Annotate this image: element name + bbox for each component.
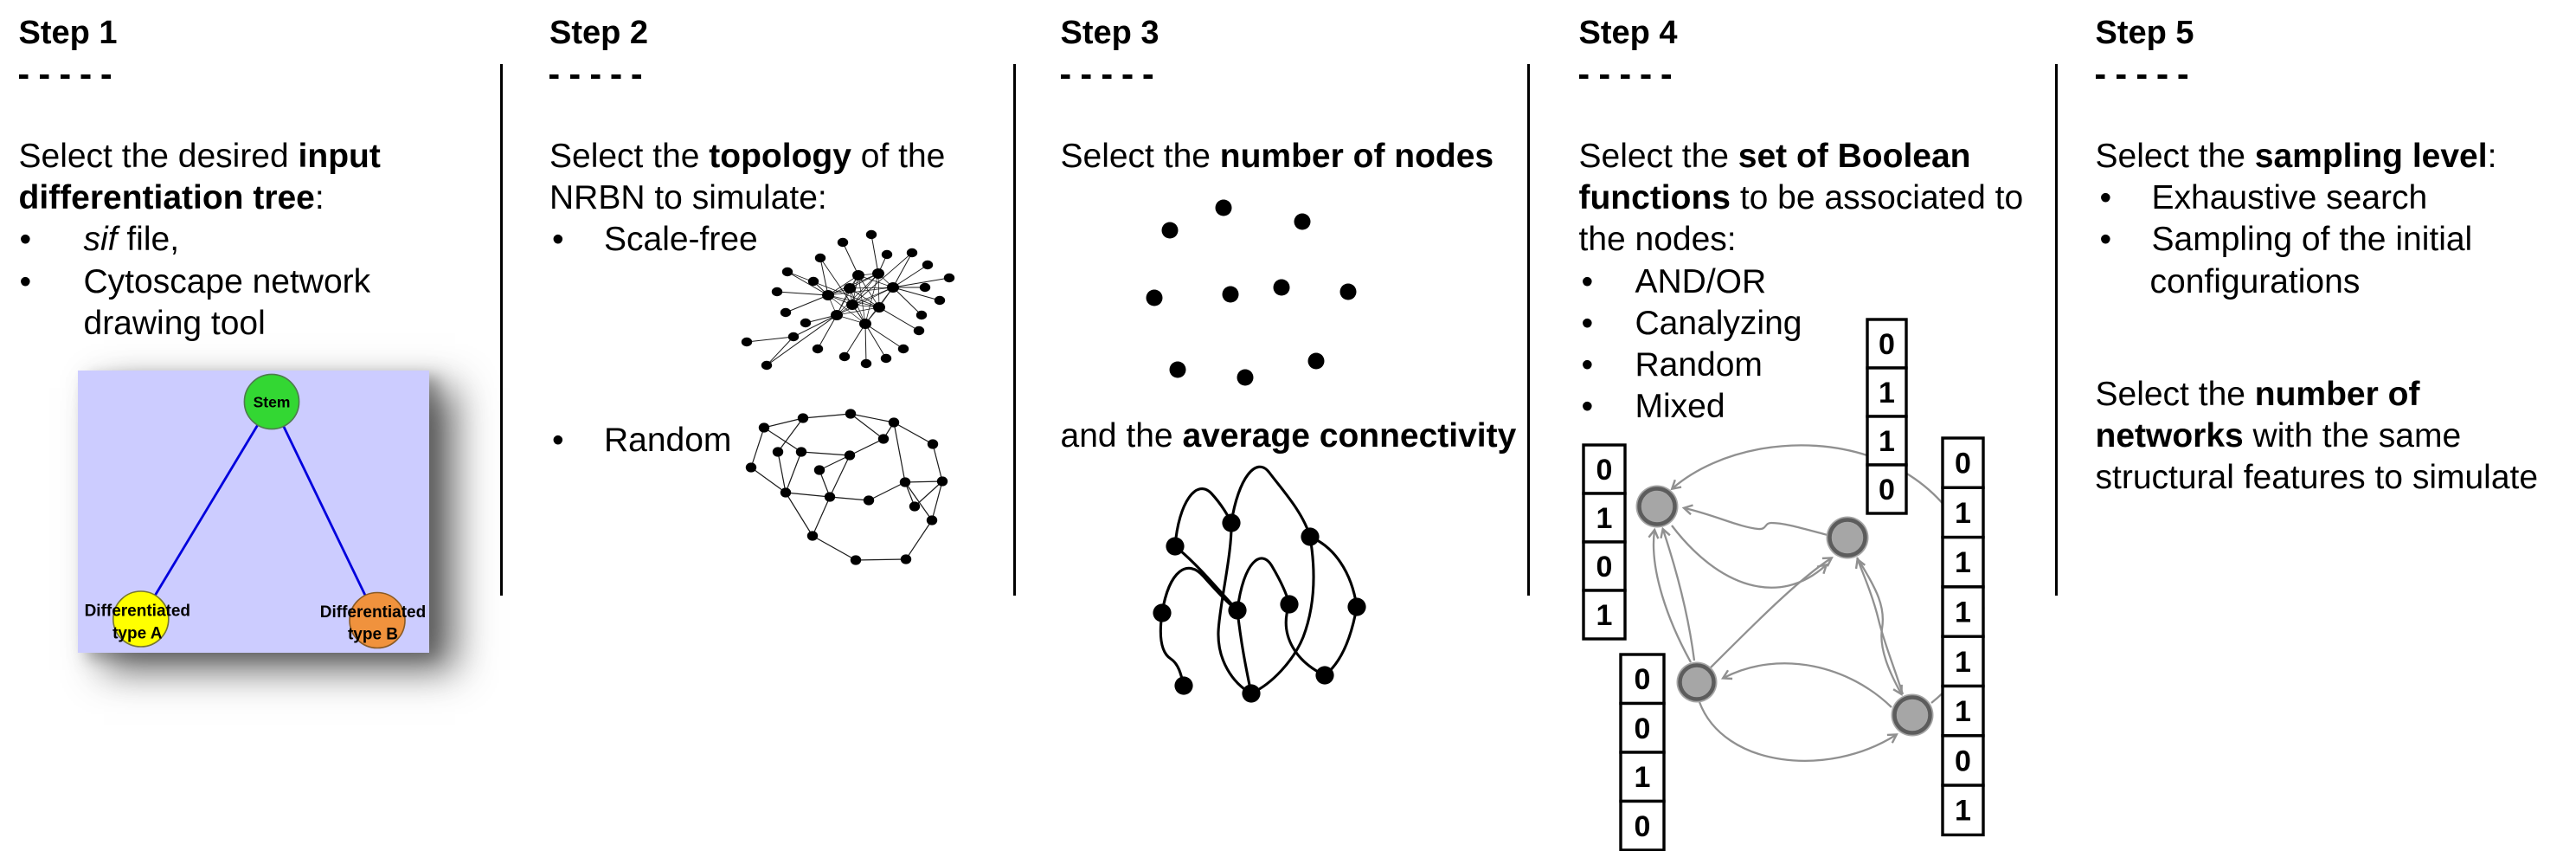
svg-text:Stem: Stem	[254, 394, 291, 411]
svg-text:1: 1	[1955, 596, 1971, 629]
svg-text:type B: type B	[348, 626, 398, 644]
svg-text:0: 0	[1635, 712, 1651, 745]
svg-text:0: 0	[1635, 663, 1651, 696]
svg-text:0: 0	[1596, 454, 1613, 487]
svg-text:0: 0	[1955, 448, 1971, 480]
svg-text:1: 1	[1596, 599, 1613, 632]
svg-text:1: 1	[1955, 795, 1971, 828]
svg-text:0: 0	[1596, 551, 1613, 583]
svg-text:1: 1	[1955, 546, 1971, 579]
svg-text:1: 1	[1596, 502, 1613, 535]
svg-text:0: 0	[1955, 745, 1971, 777]
svg-text:1: 1	[1635, 761, 1651, 794]
svg-text:Differentiated: Differentiated	[85, 603, 190, 621]
svg-text:1: 1	[1955, 497, 1971, 530]
svg-text:1: 1	[1955, 695, 1971, 728]
svg-text:1: 1	[1879, 425, 1895, 458]
svg-text:0: 0	[1635, 810, 1651, 843]
svg-text:1: 1	[1879, 377, 1895, 409]
svg-text:type A: type A	[112, 625, 163, 643]
svg-text:0: 0	[1879, 474, 1895, 506]
svg-text:1: 1	[1955, 646, 1971, 679]
svg-text:Differentiated: Differentiated	[320, 603, 426, 622]
svg-text:0: 0	[1879, 328, 1895, 361]
